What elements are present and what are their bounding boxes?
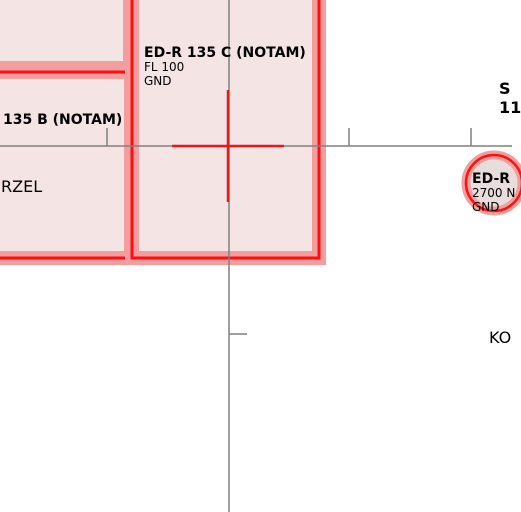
- place-label-left: RZEL: [1, 177, 43, 196]
- zone-small-name: ED-R: [472, 171, 511, 187]
- place-label-right: KO: [489, 328, 512, 347]
- zone-c-upper-limit: FL 100: [144, 60, 185, 74]
- zone-top-left[interactable]: [0, 0, 137, 75]
- zone-135-c[interactable]: [125, 0, 326, 265]
- zone-135-b[interactable]: [0, 65, 138, 265]
- zone-small-circle[interactable]: [461, 150, 521, 216]
- zone-c-name: ED-R 135 C (NOTAM): [144, 45, 306, 61]
- zone-small-upper-limit: 2700 N: [472, 186, 516, 200]
- zone-c-lower-limit: GND: [144, 74, 172, 88]
- zone-b-name: 135 B (NOTAM): [3, 112, 123, 128]
- top-right-label-line1: S: [499, 79, 511, 98]
- top-right-label-line2: 11: [499, 98, 521, 117]
- crosshair-icon: [172, 90, 284, 202]
- zone-small-lower-limit: GND: [472, 200, 500, 214]
